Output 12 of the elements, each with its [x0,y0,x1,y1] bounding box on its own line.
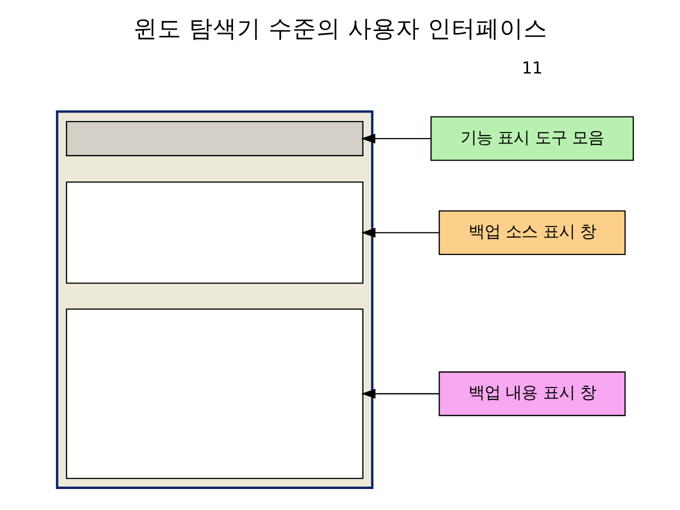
arrow [360,228,438,238]
label: 11 [521,58,542,78]
node-box: 백업 소스 표시 창 [438,210,626,255]
node-box: 기능 표시 도구 모음 [430,116,634,161]
arrow [360,134,430,144]
cluster [55,110,373,489]
node-box [65,308,363,479]
arrow [360,388,438,399]
node-box [65,120,363,156]
node-box [65,182,363,284]
diagram-title: 윈도 탐색기 수준의 사용자 인터페이스 [133,14,547,42]
node-box: 백업 내용 표시 창 [438,371,626,416]
